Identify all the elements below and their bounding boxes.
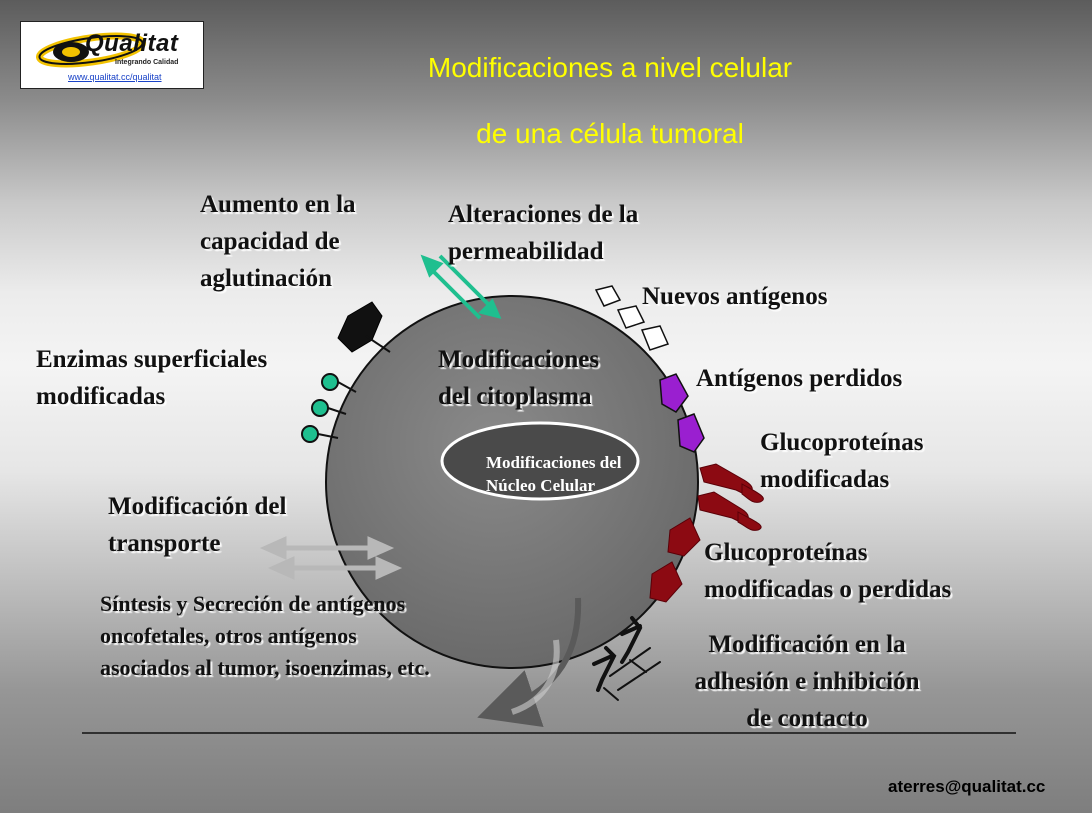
label-permeabilidad: Alteraciones de la permeabilidad [448,201,639,265]
transport-arrows-icon [259,536,403,580]
nucleus-label: Modificaciones del Núcleo Celular [486,453,622,495]
footer-email: aterres@qualitat.cc [888,777,1046,796]
logo-url-link[interactable]: www.qualitat.cc/qualitat [68,72,162,82]
nucleus [440,421,640,501]
surface-enzymes-icon [301,373,357,443]
permeability-arrows-icon [420,254,502,320]
label-aglutinacion: Aumento en la capacidad de aglutinación [200,191,356,292]
adhesion-receptors-icon [592,616,661,701]
label-adhesion: Modificación en la adhesión e inhibición… [694,631,920,732]
glycoproteins-lost-icon [649,517,701,603]
logo-swoosh-icon [35,32,147,68]
label-sintesis: Síntesis y Secreción de antígenos oncofe… [100,591,430,680]
agglutination-receptor-icon [337,301,391,353]
new-antigens-icon [594,285,670,351]
label-enzimas: Enzimas superficiales modificadas [36,346,268,410]
label-glucoproteinas-perdidas: Glucoproteínas modificadas o perdidas [704,539,952,603]
slide-title-line1: Modificaciones a nivel celular [427,52,793,83]
label-glucoproteinas: Glucoproteínas modificadas [760,429,924,493]
secretion-arrow-icon [477,597,582,728]
label-citoplasma: Modificaciones del citoplasma [438,346,600,410]
label-antigenos-perdidos: Antígenos perdidos [696,365,903,392]
slide-title-line2: de una célula tumoral [476,118,744,149]
label-nuevos-antigenos: Nuevos antígenos [642,283,828,310]
logo-tagline: Integrando Calidad [115,59,179,66]
lost-antigens-icon [659,373,705,453]
logo-wordmark: Qualitat [85,30,179,57]
label-transporte: Modificación del transporte [108,493,287,557]
qualitat-logo: Qualitat Integrando Calidad www.qualitat… [20,21,204,89]
glycoproteins-icon [697,463,764,531]
